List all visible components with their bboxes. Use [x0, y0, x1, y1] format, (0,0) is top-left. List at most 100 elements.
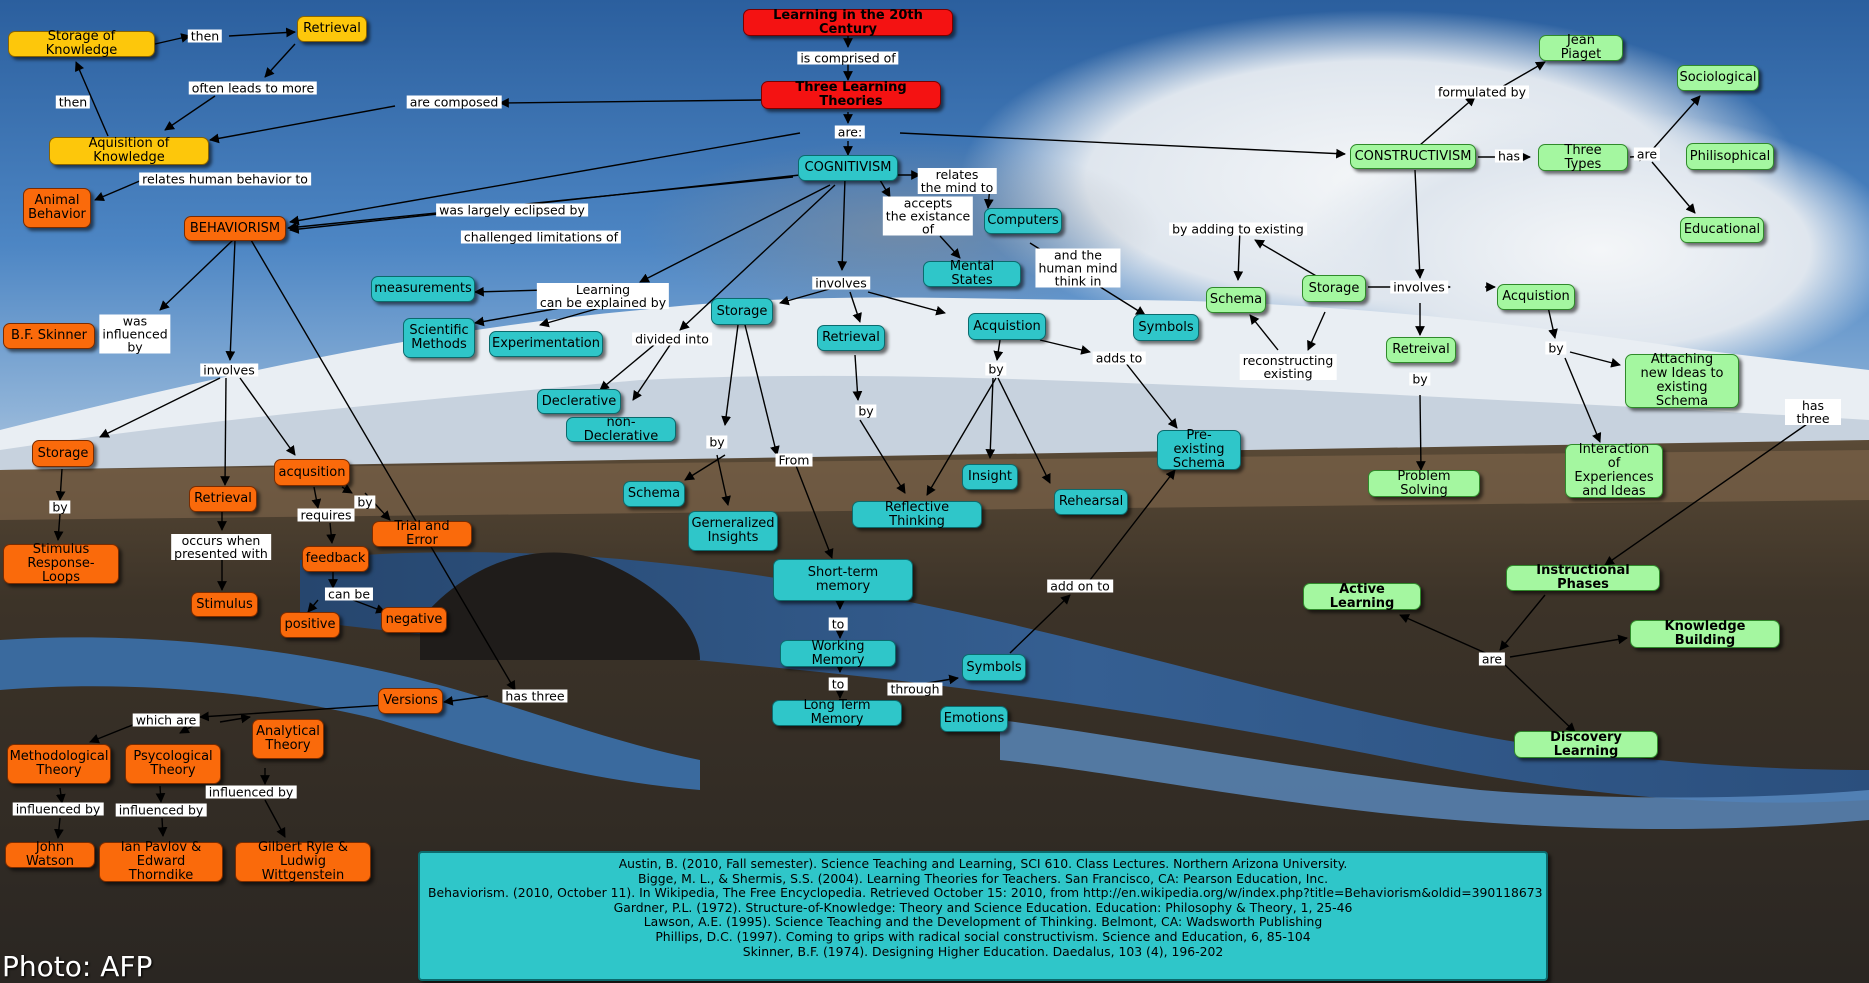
label-to-working: to	[828, 617, 848, 631]
node-retrieval-yellow[interactable]: Retrieval	[297, 16, 367, 42]
node-stimulus[interactable]: Stimulus	[191, 592, 258, 617]
node-trial-and-error[interactable]: Trial and Error	[372, 520, 472, 548]
node-cognitivism[interactable]: COGNITIVISM	[798, 155, 898, 181]
label-challenged: challenged limitations of	[460, 230, 622, 244]
node-storage-cognitivism[interactable]: Storage	[711, 298, 773, 325]
label-by-adding: by adding to existing	[1169, 222, 1307, 236]
label-by-acquistion-constructivism: by	[1545, 341, 1567, 355]
node-retrieval-behaviorism[interactable]: Retrieval	[189, 486, 257, 512]
node-acqusition[interactable]: acqusition	[274, 459, 350, 486]
photo-credit: Photo: AFP	[2, 950, 153, 983]
node-stimulus-response-loops[interactable]: Stimulus Response- Loops	[3, 543, 119, 585]
node-storage-behaviorism[interactable]: Storage	[32, 440, 94, 467]
node-problem-solving[interactable]: Problem Solving	[1368, 469, 1480, 497]
node-behaviorism[interactable]: BEHAVIORISM	[184, 216, 286, 241]
node-attaching-new-ideas[interactable]: Attaching new Ideas to existing Schema	[1625, 353, 1739, 409]
node-three-learning-theories[interactable]: Three Learning Theories	[761, 81, 941, 109]
label-by-retreival: by	[1409, 372, 1431, 386]
node-positive[interactable]: positive	[280, 612, 340, 638]
label-are-theories: are:	[834, 125, 866, 139]
label-add-on-to: add on to	[1047, 579, 1113, 593]
node-reflective-thinking[interactable]: Reflective Thinking	[852, 500, 982, 528]
node-retreival-constructivism[interactable]: Retreival	[1386, 337, 1456, 363]
node-three-types[interactable]: Three Types	[1538, 143, 1628, 171]
node-pavlov-thorndike[interactable]: Ian Pavlov & Edward Thorndike	[99, 841, 223, 883]
node-experimentation[interactable]: Experimentation	[489, 331, 603, 357]
label-influenced-by-watson: influenced by	[12, 802, 104, 816]
label-are-types: are	[1633, 147, 1661, 161]
node-mental-states[interactable]: Mental States	[923, 260, 1021, 288]
node-feedback[interactable]: feedback	[302, 546, 369, 572]
node-symbols-low[interactable]: Symbols	[962, 654, 1026, 681]
label-relates-mind: relates the mind to	[917, 168, 997, 194]
node-john-watson[interactable]: John Watson	[5, 841, 95, 869]
node-interaction-of-experiences[interactable]: Interaction of Experiences and Ideas	[1565, 443, 1663, 499]
node-bf-skinner[interactable]: B.F. Skinner	[3, 323, 95, 349]
node-instructional-phases[interactable]: Instructional Phases	[1506, 564, 1660, 592]
node-sociological[interactable]: Sociological	[1677, 65, 1759, 91]
node-schema-constructivism[interactable]: Schema	[1206, 287, 1266, 313]
reference-item: Phillips, D.C. (1997). Coming to grips w…	[655, 928, 1311, 944]
node-short-term-memory[interactable]: Short-term memory	[773, 559, 913, 601]
node-insight[interactable]: Insight	[962, 464, 1018, 490]
node-retrieval-cognitivism[interactable]: Retrieval	[817, 325, 885, 351]
node-storage-constructivism[interactable]: Storage	[1302, 275, 1366, 302]
label-adds-to: adds to	[1092, 351, 1146, 365]
node-psycological-theory[interactable]: Psycological Theory	[125, 744, 221, 784]
node-schema-cognitivism[interactable]: Schema	[623, 481, 685, 507]
references-box: Austin, B. (2010, Fall semester). Scienc…	[418, 851, 1548, 981]
label-can-be: can be	[324, 587, 374, 601]
label-by-acquistion: by	[985, 362, 1007, 376]
node-aquisition-of-knowledge[interactable]: Aquisition of Knowledge	[49, 137, 209, 165]
node-animal-behavior[interactable]: Animal Behavior	[23, 188, 91, 228]
node-ryle-wittgenstein[interactable]: Gilbert Ryle & Ludwig Wittgenstein	[235, 841, 371, 883]
label-by-retrieval: by	[855, 404, 877, 418]
node-educational[interactable]: Educational	[1680, 217, 1764, 243]
label-has-three-behaviorism: has three	[502, 689, 568, 703]
node-versions[interactable]: Versions	[378, 688, 443, 714]
reference-item: Skinner, B.F. (1974). Designing Higher E…	[742, 943, 1224, 959]
node-storage-of-knowledge[interactable]: Storage of Knowledge	[8, 30, 155, 58]
node-pre-existing-schema[interactable]: Pre-existing Schema	[1157, 429, 1241, 471]
node-symbols-top[interactable]: Symbols	[1133, 314, 1199, 341]
label-then-left: then	[55, 95, 91, 109]
node-emotions[interactable]: Emotions	[940, 706, 1008, 732]
label-was-influenced: was influenced by	[99, 314, 171, 354]
node-knowledge-building[interactable]: Knowledge Building	[1630, 620, 1780, 648]
label-requires: requires	[297, 508, 355, 522]
node-acquistion-constructivism[interactable]: Acquistion	[1497, 284, 1575, 310]
node-scientific-methods[interactable]: Scientific Methods	[403, 318, 475, 358]
node-methodological-theory[interactable]: Methodological Theory	[7, 744, 111, 784]
label-by-acqusition: by	[354, 495, 376, 509]
node-analytical-theory[interactable]: Analytical Theory	[252, 719, 324, 759]
node-rehearsal[interactable]: Rehearsal	[1054, 489, 1128, 515]
node-computers[interactable]: Computers	[984, 208, 1062, 234]
label-relates-human-behavior: relates human behavior to	[139, 172, 311, 186]
label-is-comprised: is comprised of	[797, 51, 899, 65]
node-philisophical[interactable]: Philisophical	[1686, 143, 1774, 170]
label-has: has	[1494, 149, 1524, 163]
label-involves-behaviorism: involves	[200, 363, 258, 377]
node-measurements[interactable]: measurements	[371, 276, 475, 302]
node-title[interactable]: Learning in the 20th Century	[743, 8, 953, 36]
node-non-declerative[interactable]: non-Declerative	[566, 415, 676, 443]
label-divided-into: divided into	[632, 332, 712, 346]
node-negative[interactable]: negative	[381, 607, 447, 633]
node-jean-piaget[interactable]: Jean Piaget	[1539, 34, 1623, 62]
label-learning-explained: Learning can be explained by	[536, 283, 670, 309]
label-often-leads: often leads to more	[188, 81, 318, 95]
reference-item: Gardner, P.L. (1972). Structure-of-Knowl…	[613, 899, 1353, 915]
node-acquistion-cognitivism[interactable]: Acquistion	[968, 313, 1046, 340]
node-constructivism[interactable]: CONSTRUCTIVISM	[1350, 144, 1476, 169]
node-active-learning[interactable]: Active Learning	[1303, 582, 1421, 610]
node-working-memory[interactable]: Working Memory	[780, 639, 896, 667]
reference-item: Bigge, M. L., & Shermis, S.S. (2004). Le…	[637, 870, 1329, 886]
node-discovery-learning[interactable]: Discovery Learning	[1514, 730, 1658, 758]
label-through: through	[887, 682, 943, 696]
reference-item: Behaviorism. (2010, October 11). In Wiki…	[428, 885, 1543, 901]
node-declerative[interactable]: Declerative	[537, 389, 621, 414]
label-largely-eclipsed: was largely eclipsed by	[436, 203, 588, 217]
label-formulated-by: formulated by	[1434, 85, 1530, 99]
node-long-term-memory[interactable]: Long Term Memory	[772, 699, 902, 727]
node-generalized-insights[interactable]: Gerneralized Insights	[688, 511, 778, 551]
